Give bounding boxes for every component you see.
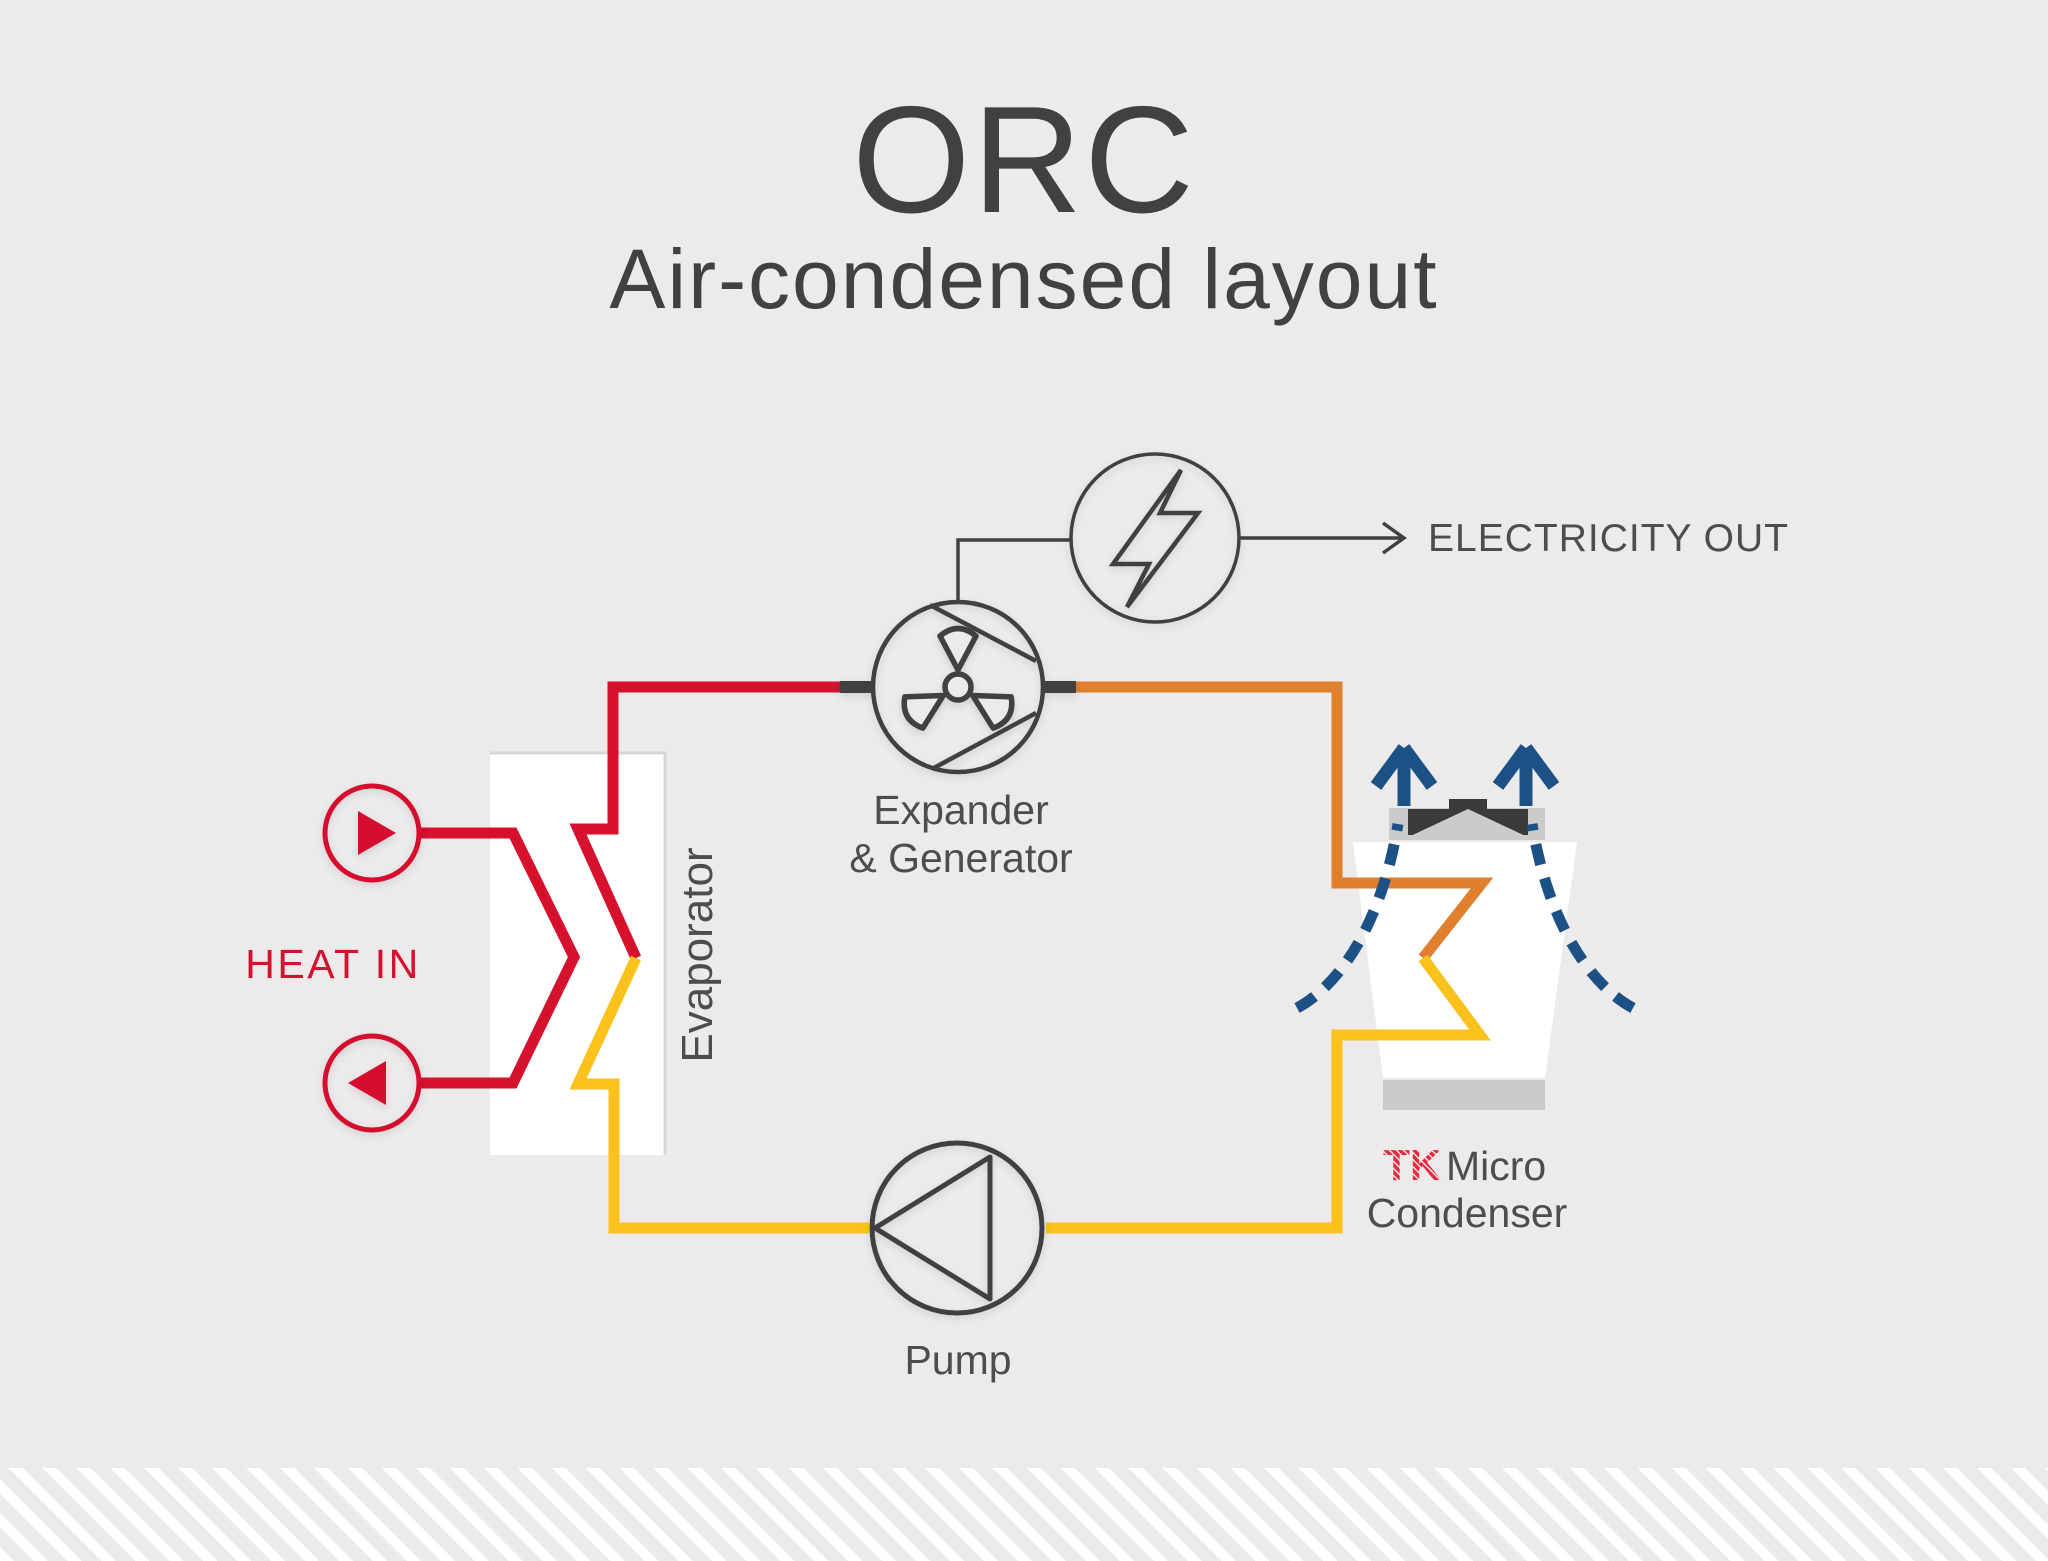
- pump-symbol: [869, 1140, 1045, 1316]
- heat-in-group: [322, 783, 422, 1133]
- housing-cone: [1402, 809, 1534, 840]
- heat-supply-arrow-icon: [358, 811, 396, 855]
- page-title: ORC: [852, 75, 1196, 245]
- condenser-fan-housing: [1389, 799, 1545, 840]
- condenser-label-line2: Condenser: [1367, 1190, 1568, 1236]
- expander-label-line1: Expander: [873, 787, 1049, 833]
- heat-return-arrow-icon: [348, 1061, 386, 1105]
- expander-chord-bottom: [930, 711, 1038, 771]
- striped-footer-band: [0, 1468, 2048, 1561]
- airflow-curve-right: [1526, 823, 1636, 1013]
- condenser-label-line1: Micro: [1446, 1143, 1546, 1189]
- tk-brand-logo: TK: [1383, 1141, 1442, 1190]
- expander-left-port: [840, 681, 873, 693]
- housing-tab: [1449, 799, 1487, 809]
- pump-label: Pump: [904, 1337, 1011, 1383]
- expander-label-line2: & Generator: [849, 835, 1072, 881]
- electricity-out-arrowhead-icon: [1381, 521, 1408, 555]
- lightning-bolt-icon: [1108, 468, 1203, 609]
- condensate-pipe-left: [569, 955, 869, 1234]
- airflow-arrowhead-left-icon: [1370, 744, 1438, 806]
- evaporator-panel-border: [490, 751, 667, 1155]
- expander-right-port: [1043, 681, 1076, 693]
- heat-return-icon: [322, 1033, 422, 1133]
- electricity-out-label: ELECTRICITY OUT: [1428, 517, 1789, 560]
- pump-triangle-icon: [872, 1154, 993, 1302]
- expander-symbol: [840, 599, 1076, 775]
- condenser-base: [1383, 1080, 1545, 1110]
- heat-supply-icon: [322, 783, 422, 883]
- condenser-body: [1353, 842, 1577, 1110]
- airflow-curve-left: [1294, 823, 1404, 1013]
- heat-in-label: HEAT IN: [245, 941, 420, 987]
- condenser-label-group: TK Micro Condenser: [1367, 1141, 1568, 1236]
- hot-vapor-pipe: [569, 681, 845, 961]
- expander-chord-top: [928, 603, 1038, 663]
- airflow-arrows: [1294, 744, 1636, 1013]
- heat-source-loop-pipe: [421, 827, 581, 1089]
- pump-circle: [869, 1140, 1045, 1316]
- evaporator-label: Evaporator: [673, 847, 722, 1062]
- fan-icon: [901, 625, 1015, 731]
- expanded-vapor-pipe: [1071, 681, 1494, 962]
- condensate-pipe-right: [1046, 954, 1491, 1234]
- condenser-shell: [1353, 842, 1577, 1078]
- page-subtitle: Air-condensed layout: [609, 232, 1438, 326]
- airflow-arrowhead-right-icon: [1492, 744, 1560, 806]
- generator-wire: [956, 538, 1071, 604]
